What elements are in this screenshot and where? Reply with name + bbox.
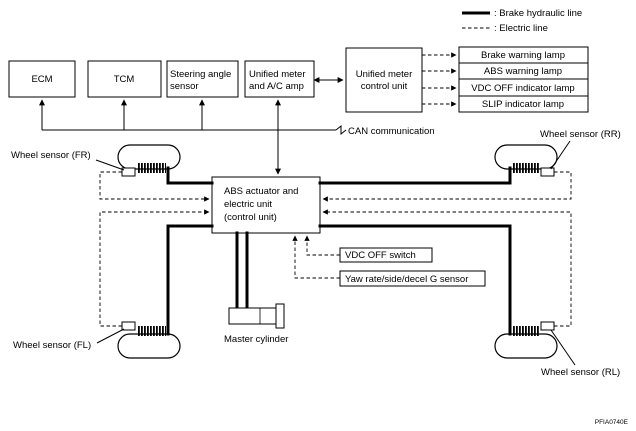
steering-angle-sensor-box: Steering angle sensor	[166, 60, 239, 98]
brake-hydraulic-lines	[166, 166, 512, 336]
wheel-sensor-fl-label: Wheel sensor (FL)	[13, 340, 91, 351]
ecm-label: ECM	[31, 74, 52, 85]
control-unit-label-1: Unified meter	[356, 69, 413, 80]
control-unit-label-2: control unit	[361, 81, 408, 92]
steering-angle-label-2: sensor	[170, 81, 199, 92]
input-signal-lines	[292, 235, 340, 279]
wheel-fr	[117, 144, 181, 177]
legend-electric-label: : Electric line	[494, 23, 548, 34]
wheel-sensor-rr-label: Wheel sensor (RR)	[540, 129, 621, 140]
ecm-box: ECM	[8, 60, 76, 98]
wheel-sensor-rl-label: Wheel sensor (RL)	[541, 367, 620, 378]
tcm-label: TCM	[114, 74, 135, 85]
legend-hydraulic-label: : Brake hydraulic line	[494, 8, 582, 19]
yaw-rate-sensor-label: Yaw rate/side/decel G sensor	[345, 274, 468, 285]
can-communication-label: CAN communication	[348, 126, 435, 137]
unified-meter-ac-amp-box: Unified meter and A/C amp	[244, 60, 315, 98]
wheel-sensor-fl-icon	[121, 321, 136, 331]
abs-actuator-unit-box: ABS actuator and electric unit (control …	[211, 176, 321, 234]
brake-warning-lamp: Brake warning lamp	[481, 50, 565, 61]
master-cylinder-label: Master cylinder	[224, 334, 288, 345]
wheel-sensor-labels: Wheel sensor (FR) Wheel sensor (RR) Whee…	[11, 129, 621, 378]
abs-unit-label-2: electric unit	[224, 199, 272, 210]
figure-code: PFIA0740E	[595, 419, 629, 426]
wheel-sensor-rl-icon	[540, 321, 555, 331]
vdc-off-switch-label: VDC OFF switch	[345, 250, 416, 261]
meter-amp-label-2: and A/C amp	[249, 81, 304, 92]
yaw-rate-sensor-box: Yaw rate/side/decel G sensor	[339, 270, 486, 287]
wheel-rl	[494, 321, 558, 359]
wheel-sensor-fr-label: Wheel sensor (FR)	[11, 150, 91, 161]
wheel-rr	[494, 144, 558, 177]
lamp-signal-lines	[422, 52, 457, 107]
wheel-sensor-rr-icon	[540, 167, 555, 177]
wheel-fl	[117, 321, 181, 359]
tcm-box: TCM	[87, 60, 162, 98]
legend: : Brake hydraulic line : Electric line	[462, 8, 582, 34]
abs-unit-label-3: (control unit)	[224, 212, 277, 223]
vdc-off-switch-box: VDC OFF switch	[339, 247, 433, 263]
can-bus: CAN communication	[39, 99, 435, 175]
steering-angle-label-1: Steering angle	[170, 69, 231, 80]
wheel-sensor-signal-lines	[99, 171, 572, 327]
meter-amp-label-1: Unified meter	[249, 69, 306, 80]
abs-warning-lamp: ABS warning lamp	[484, 66, 562, 77]
unified-meter-control-unit-box: Unified meter control unit	[345, 47, 423, 113]
abs-unit-label-1: ABS actuator and	[224, 186, 298, 197]
slip-indicator-lamp: SLIP indicator lamp	[482, 99, 564, 110]
master-cylinder: Master cylinder	[224, 303, 288, 345]
lamp-list: Brake warning lamp ABS warning lamp VDC …	[458, 46, 589, 113]
vdc-off-indicator-lamp: VDC OFF indicator lamp	[471, 83, 574, 94]
wheel-sensor-fr-icon	[121, 167, 136, 177]
